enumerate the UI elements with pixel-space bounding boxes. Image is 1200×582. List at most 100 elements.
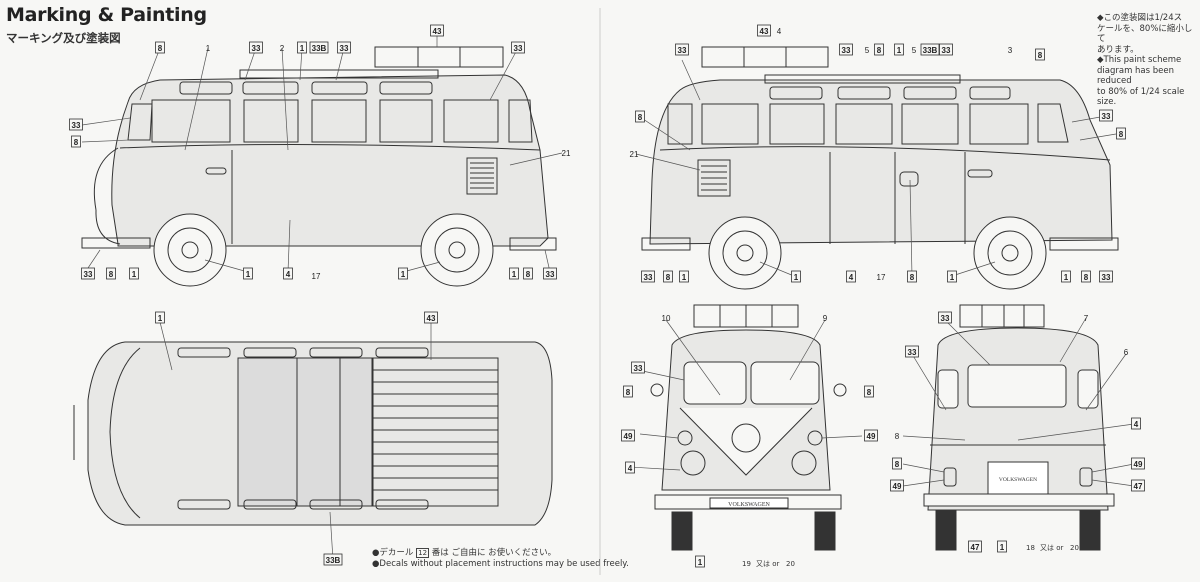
callout-box — [283, 267, 293, 280]
callout-box — [894, 43, 904, 56]
rear-window — [967, 364, 1067, 408]
scale-note-en-1: ◆This paint scheme — [1097, 55, 1182, 65]
callout-box — [864, 385, 874, 398]
callout-box — [323, 553, 343, 566]
side-window — [667, 103, 693, 145]
callout-label: 33B — [312, 44, 327, 53]
callout-label: 33 — [941, 314, 950, 323]
decal-note-en: ●Decals without placement instructions m… — [372, 558, 629, 569]
callout-box — [424, 311, 438, 324]
callout-box — [1131, 457, 1145, 470]
callout-label: 8 — [895, 460, 900, 469]
side-window — [769, 103, 825, 145]
roof-window — [179, 81, 233, 95]
callout-box — [939, 43, 953, 56]
callout-label: 49 — [1134, 460, 1143, 469]
roof-window — [311, 81, 368, 95]
scale-note-jp-1: ◆この塗装図は1/24ス — [1097, 13, 1183, 23]
rear-wheel — [708, 216, 782, 290]
callout-label: 43 — [760, 27, 769, 36]
callout-label: 8 — [1084, 273, 1089, 282]
callout-box — [1099, 270, 1113, 283]
callout-label: 1 — [246, 270, 251, 279]
scale-note-jp-3: あります。 — [1097, 44, 1139, 55]
scale-note-en-3: to 80% of 1/24 scale size. — [1097, 86, 1185, 108]
callout-label: 33 — [340, 44, 349, 53]
callout-label: 10 — [662, 314, 671, 323]
callout-label: 4 — [849, 273, 854, 282]
callout-label: 4 — [286, 270, 291, 279]
roof-window — [769, 86, 823, 100]
callout-box — [968, 540, 982, 553]
callout-box — [249, 41, 263, 54]
decal-note-jp-prefix: ●デカール — [372, 548, 414, 558]
callout-label: 2 — [280, 44, 285, 53]
callout-label: 1 — [897, 46, 902, 55]
callout-box — [621, 429, 635, 442]
callout-label: 1 — [158, 314, 163, 323]
decal-note-jp-suffix: 番は ご自由に お使いください。 — [431, 548, 557, 558]
scale-note-jp-2: ケールを、80%に縮小して — [1097, 23, 1193, 45]
callout-box — [631, 361, 645, 374]
callout-box — [1035, 48, 1045, 61]
callout-label: 8 — [626, 388, 631, 397]
mirror — [650, 383, 664, 397]
callout-box — [509, 267, 519, 280]
callout-box — [791, 270, 801, 283]
callout-box — [1081, 270, 1091, 283]
rear-view — [923, 304, 1115, 551]
scale-note: ◆この塗装図は1/24ス ケールを、80%に縮小して あります。 ◆This p… — [1097, 13, 1199, 108]
rear-bumper — [923, 493, 1115, 507]
callout-box — [679, 270, 689, 283]
tail-light — [943, 467, 957, 487]
rear-plate-note-mid: 又は or — [1040, 544, 1064, 552]
callout-label: 43 — [427, 314, 436, 323]
side-window — [243, 99, 299, 143]
roof-rack-frame — [701, 46, 829, 68]
side-window — [701, 103, 759, 145]
side-window — [835, 103, 893, 145]
callout-label: 1 — [698, 558, 703, 567]
callout-label: 1 — [1064, 273, 1069, 282]
front-bumper — [81, 237, 151, 249]
windshield-left — [683, 361, 747, 405]
callout-label: 1 — [512, 270, 517, 279]
callout-label: 1 — [206, 44, 211, 53]
callout-box — [623, 385, 633, 398]
callout-label: 9 — [823, 314, 828, 323]
rear-wheel — [420, 213, 494, 287]
callout-label: 8 — [526, 270, 531, 279]
callout-label: 33 — [252, 44, 261, 53]
callout-label: 6 — [1124, 348, 1129, 357]
callout-label: 49 — [624, 432, 633, 441]
roof-window — [903, 86, 957, 100]
callout-label: 8 — [1038, 51, 1043, 60]
side-window — [151, 99, 231, 143]
front-wheel — [153, 213, 227, 287]
callout-box — [1131, 417, 1141, 430]
callout-box — [155, 41, 165, 54]
roof-rack-frame — [374, 46, 504, 68]
roof-window — [837, 86, 891, 100]
callout-label: 21 — [562, 149, 571, 158]
roof-window — [242, 81, 299, 95]
side-window — [969, 103, 1029, 145]
front-plate-note-b: 20 — [786, 560, 795, 568]
callout-label: 17 — [877, 273, 886, 282]
rear-tire — [935, 509, 957, 551]
callout-box — [892, 457, 902, 470]
callout-box — [675, 43, 689, 56]
windshield — [1037, 103, 1069, 143]
rear-plate — [987, 461, 1049, 495]
callout-label: 33 — [942, 46, 951, 55]
callout-box — [997, 540, 1007, 553]
callout-label: 33 — [908, 348, 917, 357]
windshield — [127, 103, 153, 141]
page-title: Marking & Painting — [6, 4, 207, 26]
callout-box — [129, 267, 139, 280]
callout-box — [1099, 109, 1113, 122]
callout-label: 33 — [634, 364, 643, 373]
door-handle — [205, 167, 227, 175]
